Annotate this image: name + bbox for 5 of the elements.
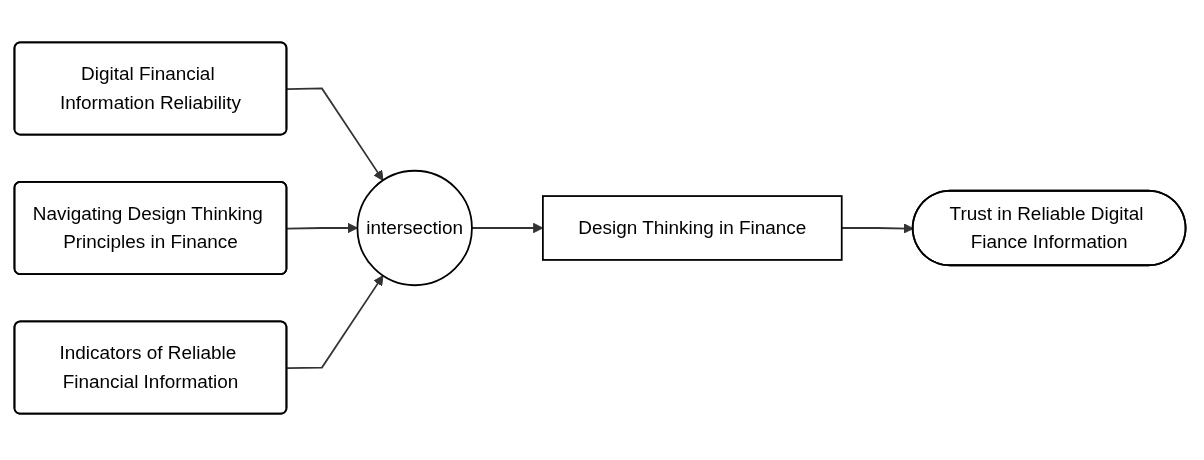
node-box: Design Thinking in Finance — [542, 195, 843, 261]
node-circle: intersection — [356, 169, 473, 287]
arrow — [286, 275, 384, 370]
arrow — [286, 222, 358, 234]
arrow — [286, 87, 384, 181]
